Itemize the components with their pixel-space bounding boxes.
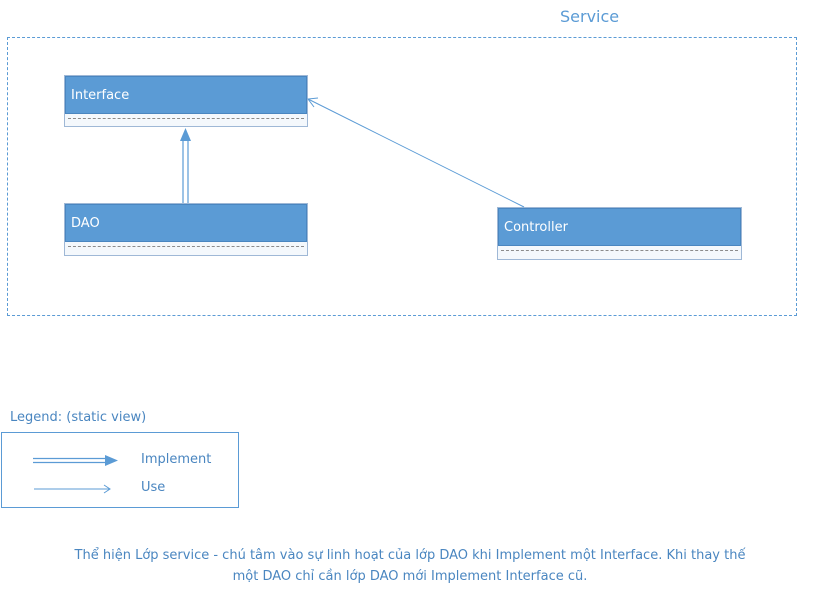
legend-box (1, 432, 239, 508)
dao-class[interactable]: DAO (64, 203, 308, 256)
caption-line-1: Thể hiện Lớp service - chú tâm vào sự li… (74, 548, 746, 563)
legend-implement-arrow (33, 455, 118, 466)
controller-class-body (498, 246, 741, 256)
interface-class[interactable]: Interface (64, 75, 308, 127)
interface-class-body (65, 114, 307, 124)
caption-line-2: một DAO chỉ cần lớp DAO mới Implement In… (232, 569, 588, 584)
implement-arrow (180, 128, 191, 203)
dao-class-name: DAO (65, 204, 307, 242)
service-container (7, 37, 797, 316)
dao-class-body (65, 242, 307, 252)
controller-class-name: Controller (498, 208, 741, 246)
legend-use-label: Use (141, 480, 166, 495)
service-title: Service (560, 7, 620, 26)
legend-title: Legend: (static view) (10, 410, 147, 425)
use-arrow (307, 97, 525, 208)
controller-class[interactable]: Controller (497, 207, 742, 260)
interface-class-name: Interface (65, 76, 307, 114)
legend-use-arrow (34, 484, 111, 494)
caption: Thể hiện Lớp service - chú tâm vào sự li… (40, 545, 780, 587)
legend-implement-label: Implement (141, 452, 212, 467)
